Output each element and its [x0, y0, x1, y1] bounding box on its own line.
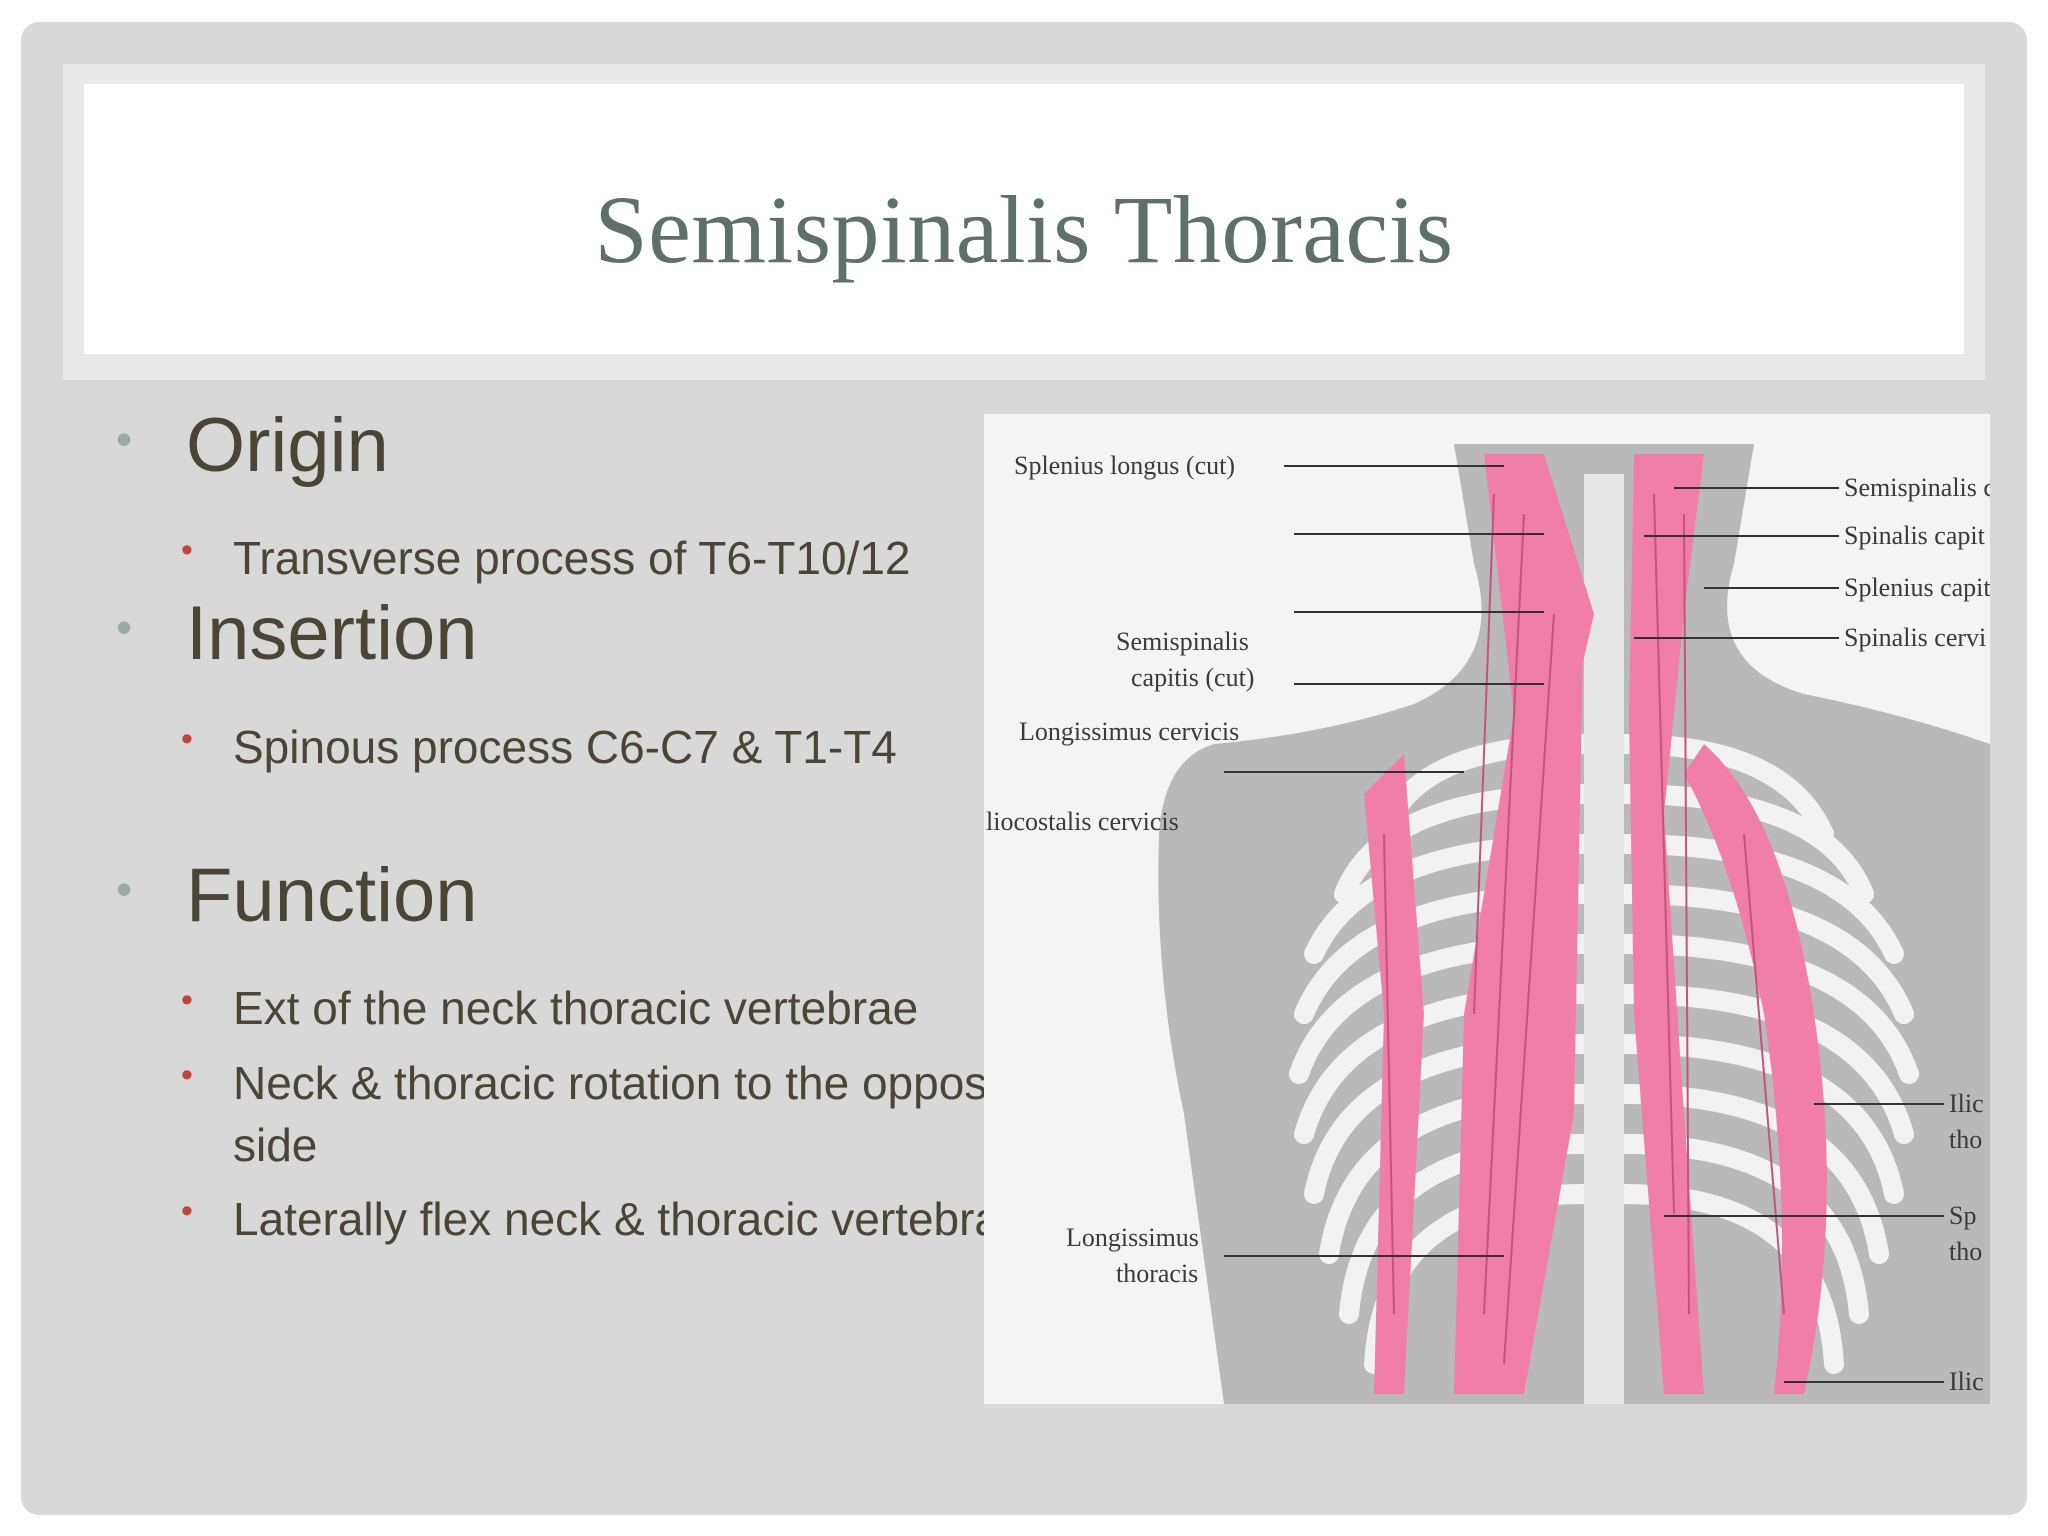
- back-muscles-illustration: Splenius longus (cut) Semispinalis capit…: [986, 444, 1990, 1404]
- title-box: Semispinalis Thoracis: [84, 84, 1964, 354]
- bullet-marker: •: [116, 601, 133, 653]
- function-text-2: Neck & thoracic rotation to the opposite…: [233, 1057, 1036, 1171]
- bullet-marker: •: [116, 413, 133, 465]
- label-longissimus-cervicis: Longissimus cervicis: [1019, 717, 1239, 746]
- bullet-marker: •: [116, 863, 133, 915]
- function-text-3: Laterally flex neck & thoracic vertebrae: [233, 1193, 1026, 1245]
- spine: [1584, 474, 1624, 1404]
- bullet-marker: •: [181, 981, 193, 1019]
- slide-title: Semispinalis Thoracis: [594, 176, 1454, 283]
- label-tho-2: tho: [1949, 1237, 1982, 1266]
- label-semispinalis-capitis: Semispinalis: [1116, 627, 1249, 656]
- label-spinalis-capitis: Spinalis capit: [1844, 521, 1986, 550]
- label-semispinalis-capitis-cut: capitis (cut): [1131, 663, 1254, 692]
- label-splenius-capitis: Splenius capit: [1844, 573, 1990, 602]
- label-thoracis: thoracis: [1116, 1259, 1198, 1288]
- insertion-text: Spinous process C6-C7 & T1-T4: [233, 721, 897, 773]
- anatomy-figure: Splenius longus (cut) Semispinalis capit…: [984, 414, 1990, 1404]
- label-tho-1: tho: [1949, 1125, 1982, 1154]
- bullet-marker: •: [181, 531, 193, 569]
- label-spinalis-cervicis: Spinalis cervi: [1844, 623, 1986, 652]
- label-sp: Sp: [1949, 1201, 1976, 1230]
- label-ilio-2: Ilic: [1949, 1367, 1984, 1396]
- leader-lines: [1224, 465, 1944, 1383]
- label-longissimus: Longissimus: [1066, 1223, 1199, 1252]
- bullet-marker: •: [181, 720, 193, 758]
- heading-function: Function: [186, 853, 478, 938]
- label-splenius-longus: Splenius longus (cut): [1014, 451, 1235, 480]
- heading-insertion: Insertion: [186, 591, 478, 676]
- bullet-marker: •: [181, 1056, 193, 1094]
- muscle-fibers: [1383, 493, 1785, 1365]
- label-semispinalis-c: Semispinalis c: [1844, 473, 1990, 502]
- origin-text: Transverse process of T6-T10/12: [233, 532, 911, 584]
- bullet-marker: •: [181, 1192, 193, 1230]
- label-ilio-1: Ilic: [1949, 1089, 1984, 1118]
- label-iliocostalis-cervicis: liocostalis cervicis: [986, 807, 1179, 836]
- heading-origin: Origin: [186, 403, 389, 488]
- function-text-1: Ext of the neck thoracic vertebrae: [233, 982, 919, 1034]
- figure-labels: Splenius longus (cut) Semispinalis capit…: [986, 451, 1990, 1396]
- slide: Semispinalis Thoracis • Origin • Transve…: [21, 22, 2027, 1515]
